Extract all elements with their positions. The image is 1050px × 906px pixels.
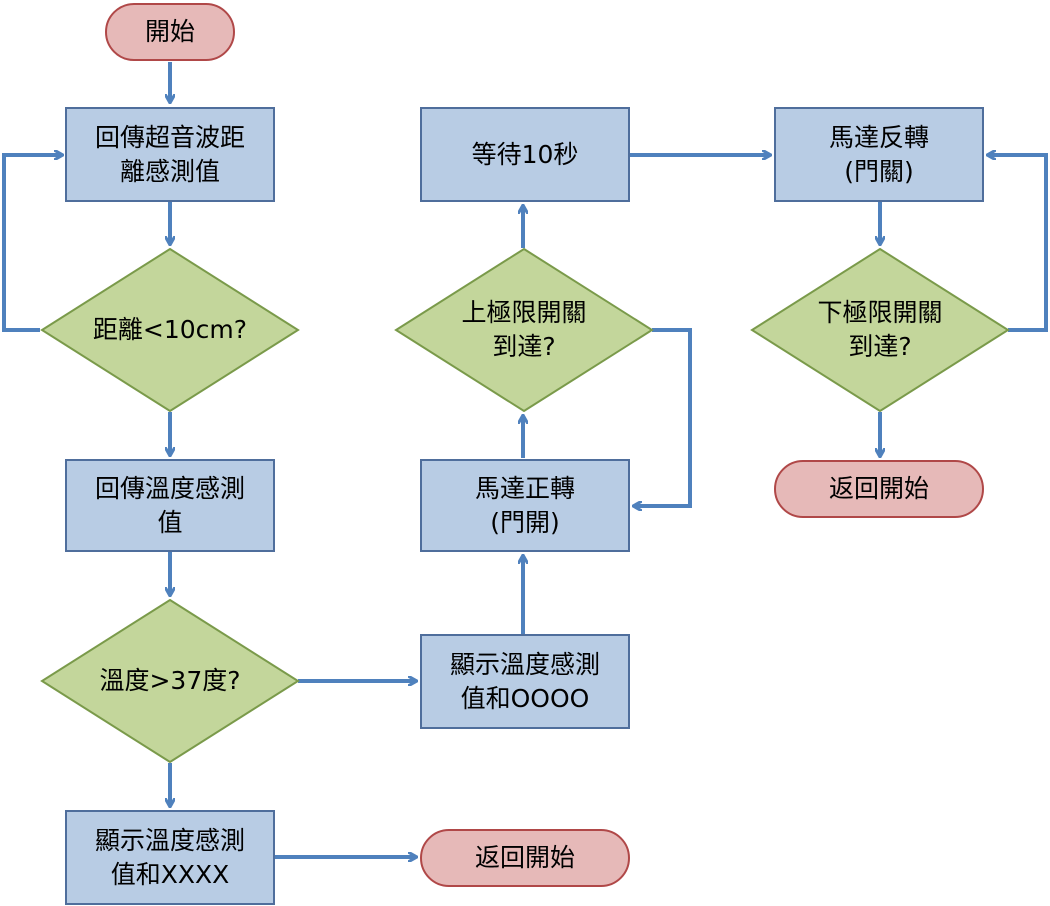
lower-limit-label: 下極限開關 到達? xyxy=(817,298,943,361)
motor-forward-label: 馬達正轉 (門開) xyxy=(474,473,575,537)
decision-diamond-shape xyxy=(40,248,300,412)
wait-10s-process: 等待10秒 xyxy=(420,107,630,202)
start-terminal: 開始 xyxy=(105,3,235,61)
lower-limit-decision: 下極限開關 到達? xyxy=(750,248,1010,412)
show-temp-oooo-label: 顯示溫度感測 值和OOOO xyxy=(449,649,600,713)
return-start-terminal-2: 返回開始 xyxy=(774,460,984,518)
arrow-distance-no-loop xyxy=(2,155,62,332)
wait-10s-label: 等待10秒 xyxy=(471,139,579,169)
upper-limit-decision: 上極限開關 到達? xyxy=(394,248,654,412)
arrow-lower-limit-no-loop xyxy=(988,155,1048,332)
check-distance-decision: 距離<10cm? xyxy=(40,248,300,412)
check-temp-decision: 溫度>37度? xyxy=(40,599,300,763)
motor-reverse-process: 馬達反轉 (門關) xyxy=(774,107,984,202)
return-start-label-1: 返回開始 xyxy=(474,843,575,872)
show-temp-xxxx-process: 顯示溫度感測 值和XXXX xyxy=(65,810,275,905)
upper-limit-label: 上極限開關 到達? xyxy=(461,298,587,361)
check-distance-label: 距離<10cm? xyxy=(92,315,248,344)
read-temp-label: 回傳溫度感測 值 xyxy=(94,473,245,537)
check-temp-label: 溫度>37度? xyxy=(99,666,241,695)
read-distance-process: 回傳超音波距 離感測值 xyxy=(65,107,275,202)
show-temp-xxxx-label: 顯示溫度感測 值和XXXX xyxy=(94,825,245,889)
return-start-label-2: 返回開始 xyxy=(828,474,929,503)
return-start-terminal-1: 返回開始 xyxy=(420,829,630,887)
decision-diamond-shape xyxy=(750,248,1010,412)
arrow-upper-limit-no-loop xyxy=(634,328,692,506)
decision-diamond-shape xyxy=(394,248,654,412)
read-temp-process: 回傳溫度感測 值 xyxy=(65,459,275,552)
read-distance-label: 回傳超音波距 離感測值 xyxy=(94,122,245,186)
motor-reverse-label: 馬達反轉 (門關) xyxy=(828,122,929,186)
start-label: 開始 xyxy=(144,17,195,46)
motor-forward-process: 馬達正轉 (門開) xyxy=(420,459,630,552)
show-temp-oooo-process: 顯示溫度感測 值和OOOO xyxy=(420,634,630,729)
decision-diamond-shape xyxy=(40,599,300,763)
